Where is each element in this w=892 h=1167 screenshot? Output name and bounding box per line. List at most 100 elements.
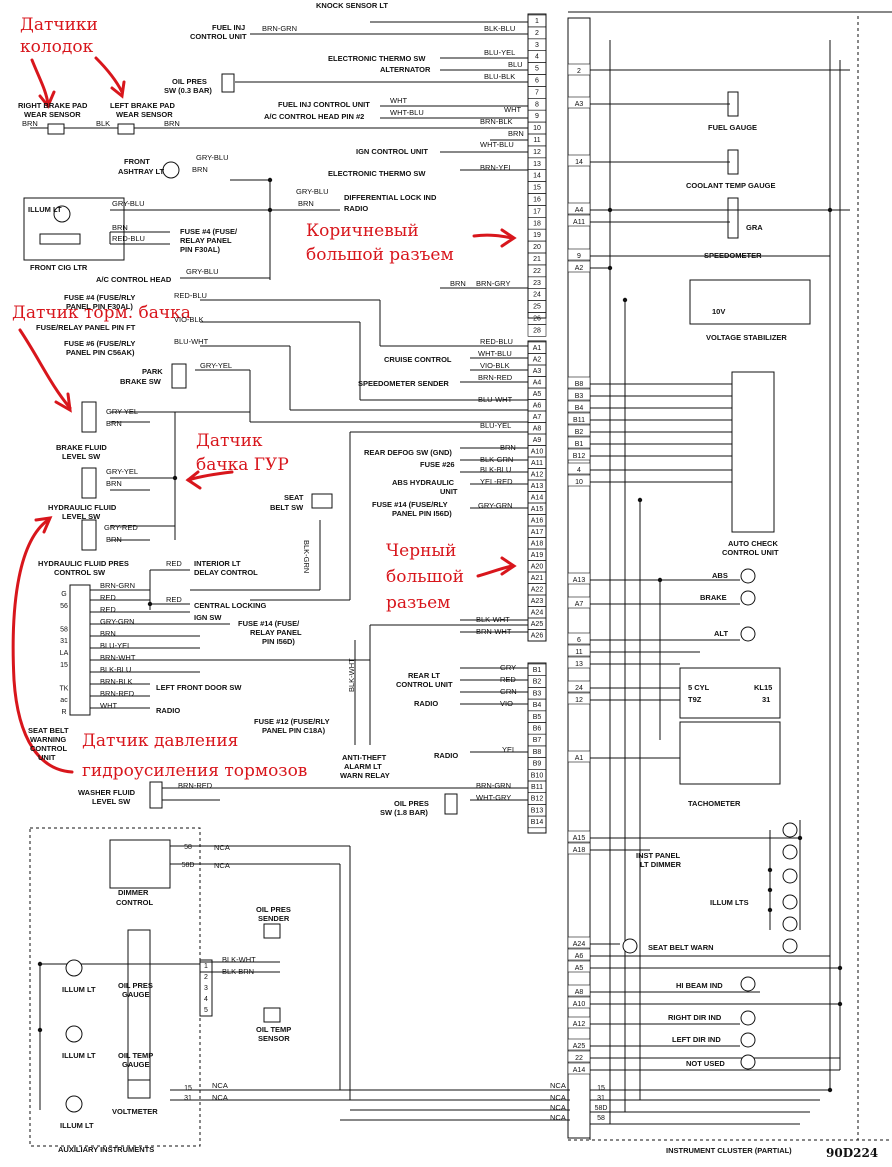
pin-label: 12 [533, 149, 541, 156]
pin-label: 23 [533, 280, 541, 287]
pin-label: A13 [573, 577, 586, 584]
label-hyd-pres-2: CONTROL SW [54, 568, 106, 577]
label-hyd-fluid-1: HYDRAULIC FLUID [48, 503, 117, 512]
label-aux-instruments: AUXILIARY INSTRUMENTS [58, 1145, 154, 1154]
pin-label: A18 [573, 847, 586, 854]
pin-label: 1 [535, 18, 539, 25]
pin-cell [527, 324, 547, 337]
pin-cell [567, 948, 591, 961]
pin-label: 28 [533, 327, 541, 334]
pin-label: A1 [533, 345, 542, 352]
illum-lamp-3 [782, 868, 798, 884]
pin-label: 20 [533, 244, 541, 251]
pin-label: B11 [531, 784, 543, 791]
pin-label: A12 [573, 1021, 586, 1028]
pin-label: A15 [531, 506, 544, 513]
pin-label: A24 [531, 610, 544, 617]
pin-label: G [61, 591, 66, 598]
wire-blk: BLK [96, 119, 110, 128]
right-dir-lamp [740, 1010, 756, 1026]
brake-lamp [740, 590, 756, 606]
black-connector-pins: A1A2A3A4A5A6A7A8A9A10A11A12A13A14A15A16A… [527, 341, 547, 642]
oil-pres-switch [221, 73, 235, 93]
pin-label: A23 [531, 598, 544, 605]
note-brown-2: большой разъем [306, 245, 454, 265]
arrow-right-pad [30, 58, 50, 106]
pin-label: B12 [573, 453, 586, 460]
wire-gry-yel: GRY-YEL [200, 361, 232, 370]
pin-label: B4 [533, 702, 542, 709]
pin-label: A15 [573, 835, 586, 842]
pin-label: B3 [575, 393, 584, 400]
wire-brn-blk-2: BRN-BLK [100, 677, 133, 686]
oil-pres-18-switch [444, 793, 458, 815]
wire-gry-grn-2: GRY-GRN [100, 617, 135, 626]
pin-cell [567, 154, 591, 167]
pin-label: 13 [533, 161, 541, 168]
pin-label: TK [60, 685, 69, 692]
pin-cell [567, 830, 591, 843]
label-abs-2: UNIT [440, 487, 458, 496]
label-31: 31 [762, 695, 770, 704]
label-seat-sw-1: SEAT [284, 493, 304, 502]
wire-nca-5: NCA [550, 1081, 566, 1090]
pin-label: R [61, 709, 66, 716]
pin-label: 19 [533, 232, 541, 239]
pin-label: 15 [60, 662, 68, 669]
arrow-pressure-sensor [11, 518, 74, 774]
wire-brn-wht: BRN-WHT [100, 653, 136, 662]
pin-label: 14 [533, 173, 541, 180]
washer-switch [149, 781, 163, 809]
label-coolant: COOLANT TEMP GAUGE [686, 181, 775, 190]
wire-gry-yel-3: GRY-YEL [106, 467, 138, 476]
label-dimmer-1: DIMMER [118, 888, 149, 897]
label-alt: ALT [714, 629, 728, 638]
pin-cell [567, 644, 591, 657]
wire-yel-red: YEL-RED [480, 477, 513, 486]
wire-wht-gry: WHT-GRY [476, 793, 511, 802]
pin-label: 10 [533, 125, 541, 132]
illum-lamp [53, 205, 71, 223]
label-fuse14b-1: FUSE #14 (FUSE/ [238, 619, 300, 628]
label-cig: FRONT CIG LTR [30, 263, 88, 272]
wire-blk-grn: BLK-GRN [480, 455, 513, 464]
pin-cell [567, 936, 591, 949]
left-dir-lamp [740, 1032, 756, 1048]
pin-label: 11 [533, 137, 540, 144]
pin-label: B11 [573, 417, 585, 424]
label-right-pad-1: RIGHT BRAKE PAD [18, 101, 88, 110]
wire-brn-12: BRN [100, 629, 116, 638]
pin-label: 58 [597, 1115, 605, 1122]
note-ps-tank-1: Датчик [196, 431, 263, 451]
pin-label: A21 [531, 575, 544, 582]
wire-vio: VIO [500, 699, 513, 708]
pin-cell [567, 842, 591, 855]
pin-cell [567, 400, 591, 413]
label-radio2: RADIO [156, 706, 180, 715]
pin-label: 2 [577, 68, 581, 75]
pin-cell [567, 202, 591, 215]
pin-label: 31 [60, 638, 68, 645]
pin-label: 17 [533, 208, 541, 215]
pin-label: 15 [597, 1085, 605, 1092]
label-brake: BRAKE [700, 593, 727, 602]
wire-brn-wht-2: BRN-WHT [476, 627, 512, 636]
wire-brn-red-2: BRN-RED [100, 689, 135, 698]
label-brake-fluid-1: BRAKE FLUID [56, 443, 107, 452]
label-ac-head: A/C CONTROL HEAD [96, 275, 172, 284]
seat-belt-switch [311, 493, 333, 509]
label-seat-sw-2: BELT SW [270, 503, 304, 512]
wire-blk-blu-3: BLK-BLU [100, 665, 131, 674]
pin-label: A12 [531, 472, 544, 479]
note-pressure-2: гидроусиления тормозов [82, 761, 307, 781]
wire-brn-red-3: BRN-RED [178, 781, 213, 790]
pin-label: 58D [595, 1105, 608, 1112]
pin-label: 9 [577, 253, 581, 260]
pin-label: 1 [204, 963, 208, 970]
pin-label: 7 [535, 89, 539, 96]
pin-label: B1 [575, 441, 584, 448]
pin-cell [527, 629, 547, 642]
pin-cell [567, 960, 591, 973]
wire-gry-yel-2: GRY-YEL [106, 407, 138, 416]
